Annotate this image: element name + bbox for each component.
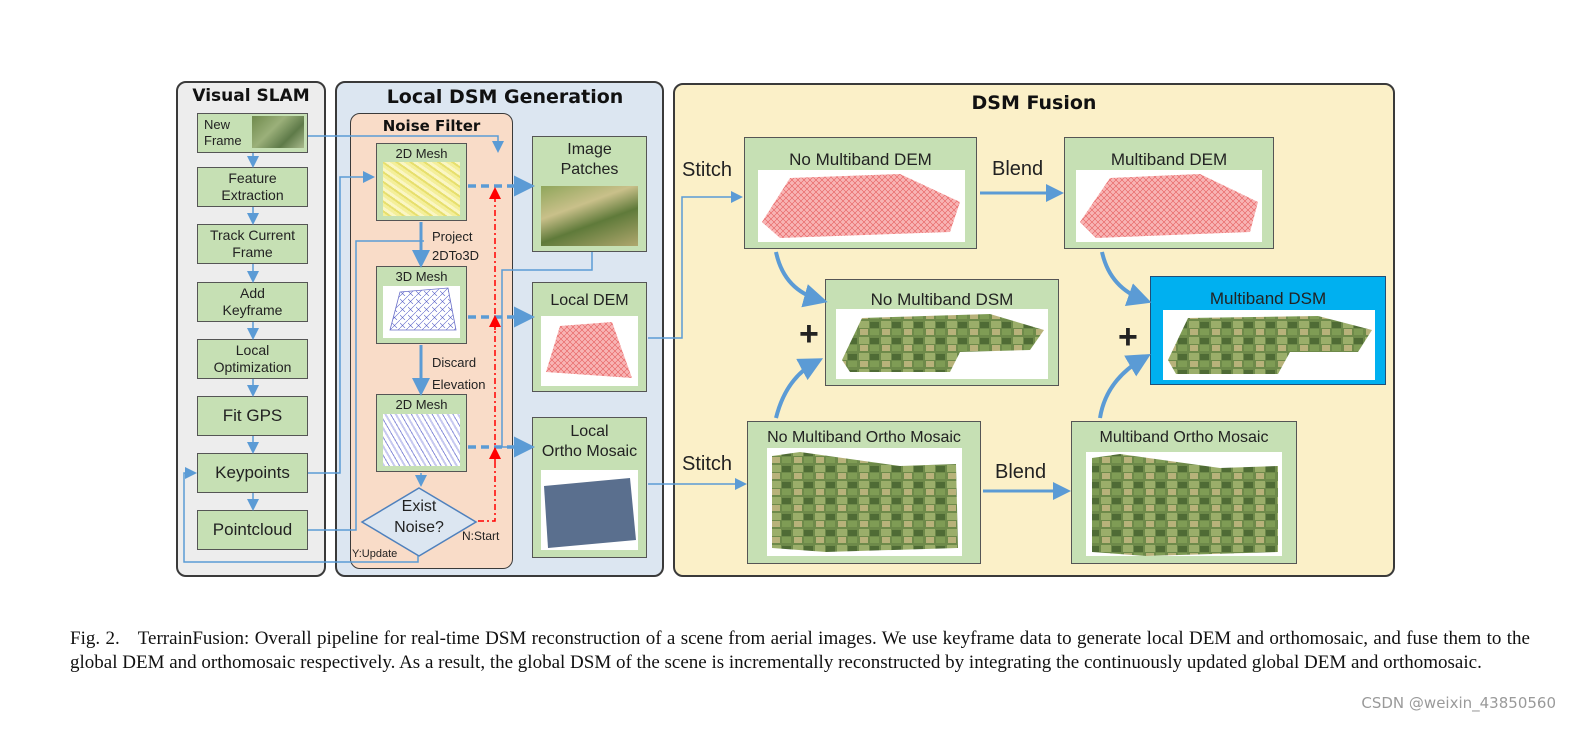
no-multiband-dem-label: No Multiband DEM [789, 150, 932, 169]
figure-caption: Fig. 2.TerrainFusion: Overall pipeline f… [70, 627, 1530, 675]
caption-text: TerrainFusion: Overall pipeline for real… [70, 628, 1530, 673]
noise-filter-title: Noise Filter [382, 117, 481, 135]
multiband-ortho-label: Multiband Ortho Mosaic [1099, 429, 1269, 446]
local-optimization-box: Local Optimization [197, 339, 308, 379]
local-ortho-shape [544, 478, 636, 548]
mesh-3d-shape [389, 287, 457, 331]
n-start-label: N:Start [462, 529, 500, 543]
stitch-label-bottom: Stitch [682, 453, 733, 475]
stitch-label-top: Stitch [682, 159, 733, 181]
exist-noise-diamond [360, 487, 478, 557]
local-dem-label: Local DEM [550, 292, 629, 309]
local-optimization-label: Local Optimization [213, 341, 292, 376]
mesh-3d-label: 3D Mesh [395, 269, 448, 284]
feature-extraction-label: Feature Extraction [221, 169, 284, 204]
no-multiband-dem-shape [762, 174, 960, 238]
plus-sign-left: + [799, 315, 819, 353]
watermark: CSDN @weixin_43850560 [1361, 694, 1556, 712]
y-update-label: Y:Update [352, 548, 398, 560]
new-frame-label: New Frame [204, 116, 242, 148]
no-multiband-dsm-shape [842, 314, 1044, 372]
blend-label-top: Blend [992, 158, 1044, 180]
discard-label: Discard Elevation [432, 355, 486, 392]
connector-overlay [183, 135, 1372, 563]
caption-label: Fig. 2. [70, 628, 120, 649]
keypoints-box: Keypoints [197, 453, 308, 493]
dsm-fusion-title: DSM Fusion [971, 92, 1097, 114]
multiband-ortho-shape [1092, 454, 1278, 556]
visual-slam-title: Visual SLAM [192, 86, 310, 106]
track-current-frame-label: Track Current Frame [209, 226, 296, 261]
project-label: Project 2DTo3D [432, 229, 479, 263]
local-dsm-title: Local DSM Generation [386, 86, 624, 108]
mesh-2d-label-a: 2D Mesh [395, 146, 448, 161]
keypoints-label: Keypoints [215, 463, 290, 483]
plus-sign-right: + [1118, 318, 1138, 356]
track-current-frame-box: Track Current Frame [197, 224, 308, 264]
add-keyframe-label: Add Keyframe [222, 284, 283, 319]
fit-gps-label: Fit GPS [222, 406, 283, 426]
local-dem-shape [546, 322, 632, 378]
image-patches-label: Image Patches [560, 141, 619, 178]
pointcloud-label: Pointcloud [212, 520, 293, 540]
pointcloud-box: Pointcloud [197, 510, 308, 550]
local-ortho-label: Local Ortho Mosaic [541, 423, 638, 460]
multiband-dsm-shape [1168, 316, 1372, 374]
no-multiband-ortho-label: No Multiband Ortho Mosaic [767, 429, 961, 446]
image-patches-image [541, 186, 638, 246]
no-multiband-dsm-label: No Multiband DSM [870, 290, 1014, 309]
add-keyframe-box: Add Keyframe [197, 282, 308, 322]
exist-noise-label: Exist Noise? [394, 498, 444, 536]
multiband-dem-label: Multiband DEM [1110, 150, 1228, 169]
multiband-dem-shape [1080, 174, 1258, 238]
no-multiband-ortho-shape [772, 452, 958, 552]
multiband-dsm-label: Multiband DSM [1209, 289, 1327, 308]
mesh-2d-image-a [383, 162, 460, 216]
mesh-2d-label-b: 2D Mesh [395, 397, 448, 412]
blend-label-bottom: Blend [995, 461, 1047, 483]
new-frame-thumbnail [252, 116, 304, 148]
mesh-2d-image-b [383, 414, 460, 466]
